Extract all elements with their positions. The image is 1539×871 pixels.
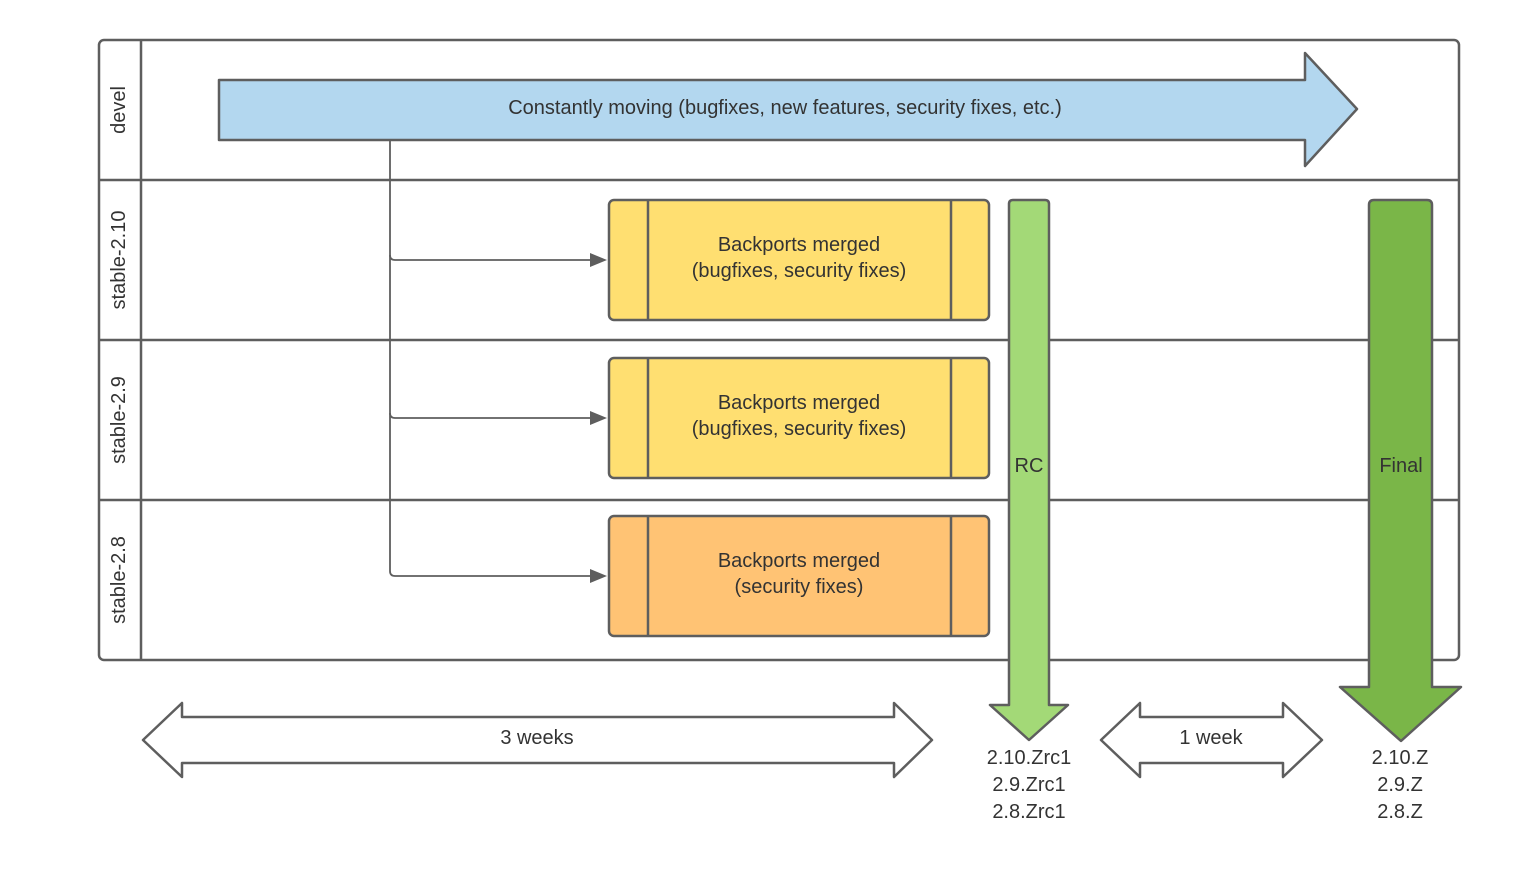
- connector-arrowheads: [590, 253, 607, 583]
- lane-label-stable-2-10: stable-2.10: [108, 211, 130, 310]
- rc-arrow: [988, 198, 1070, 742]
- connector-2-10: [389, 254, 592, 261]
- backport-box-2-9-line2: (bugfixes, security fixes): [692, 418, 907, 440]
- swimlane-border: [97, 38, 1461, 662]
- final-arrow: [1338, 198, 1463, 743]
- backport-box-2-8-line1: Backports merged: [718, 550, 880, 572]
- lane-label-stable-2-8: stable-2.8: [108, 536, 130, 624]
- final-version-2-10: 2.10.Z: [1372, 747, 1429, 769]
- final-version-2-8: 2.8.Z: [1377, 801, 1423, 823]
- lane-label-devel: devel: [108, 86, 130, 134]
- connector-trunk: [389, 140, 592, 577]
- final-version-2-9: 2.9.Z: [1377, 774, 1423, 796]
- devel-arrow-text: Constantly moving (bugfixes, new feature…: [508, 97, 1062, 119]
- final-arrow-label: Final: [1379, 455, 1422, 477]
- backport-box-2-8: Backports merged (security fixes): [607, 514, 991, 638]
- lane-label-stable-2-9: stable-2.9: [108, 376, 130, 464]
- three-weeks-arrow: [141, 701, 934, 779]
- branch-connectors: [389, 140, 592, 577]
- backport-box-2-10-frame: [607, 198, 991, 322]
- one-week-arrow: [1099, 701, 1324, 779]
- rc-version-2-10: 2.10.Zrc1: [987, 747, 1071, 769]
- backport-box-2-10-line1: Backports merged: [718, 234, 880, 256]
- rc-version-2-8: 2.8.Zrc1: [992, 801, 1065, 823]
- devel-arrow: [217, 51, 1359, 168]
- backport-box-2-8-frame: [607, 514, 991, 638]
- swimlane-frame: [97, 38, 1461, 662]
- backport-box-2-9-line1: Backports merged: [718, 392, 880, 414]
- backport-box-2-10: Backports merged (bugfixes, security fix…: [607, 198, 991, 322]
- backport-box-2-9: Backports merged (bugfixes, security fix…: [607, 356, 991, 480]
- connector-arrowhead-2-10: [590, 253, 607, 267]
- one-week-label: 1 week: [1179, 727, 1243, 749]
- backport-box-2-8-line2: (security fixes): [735, 576, 864, 598]
- backport-box-2-9-frame: [607, 356, 991, 480]
- connector-2-9: [389, 412, 592, 419]
- rc-version-2-9: 2.9.Zrc1: [992, 774, 1065, 796]
- connector-arrowhead-2-9: [590, 411, 607, 425]
- backport-box-2-10-line2: (bugfixes, security fixes): [692, 260, 907, 282]
- rc-arrow-label: RC: [1015, 455, 1044, 477]
- connector-arrowhead-2-8: [590, 569, 607, 583]
- three-weeks-label: 3 weeks: [500, 727, 573, 749]
